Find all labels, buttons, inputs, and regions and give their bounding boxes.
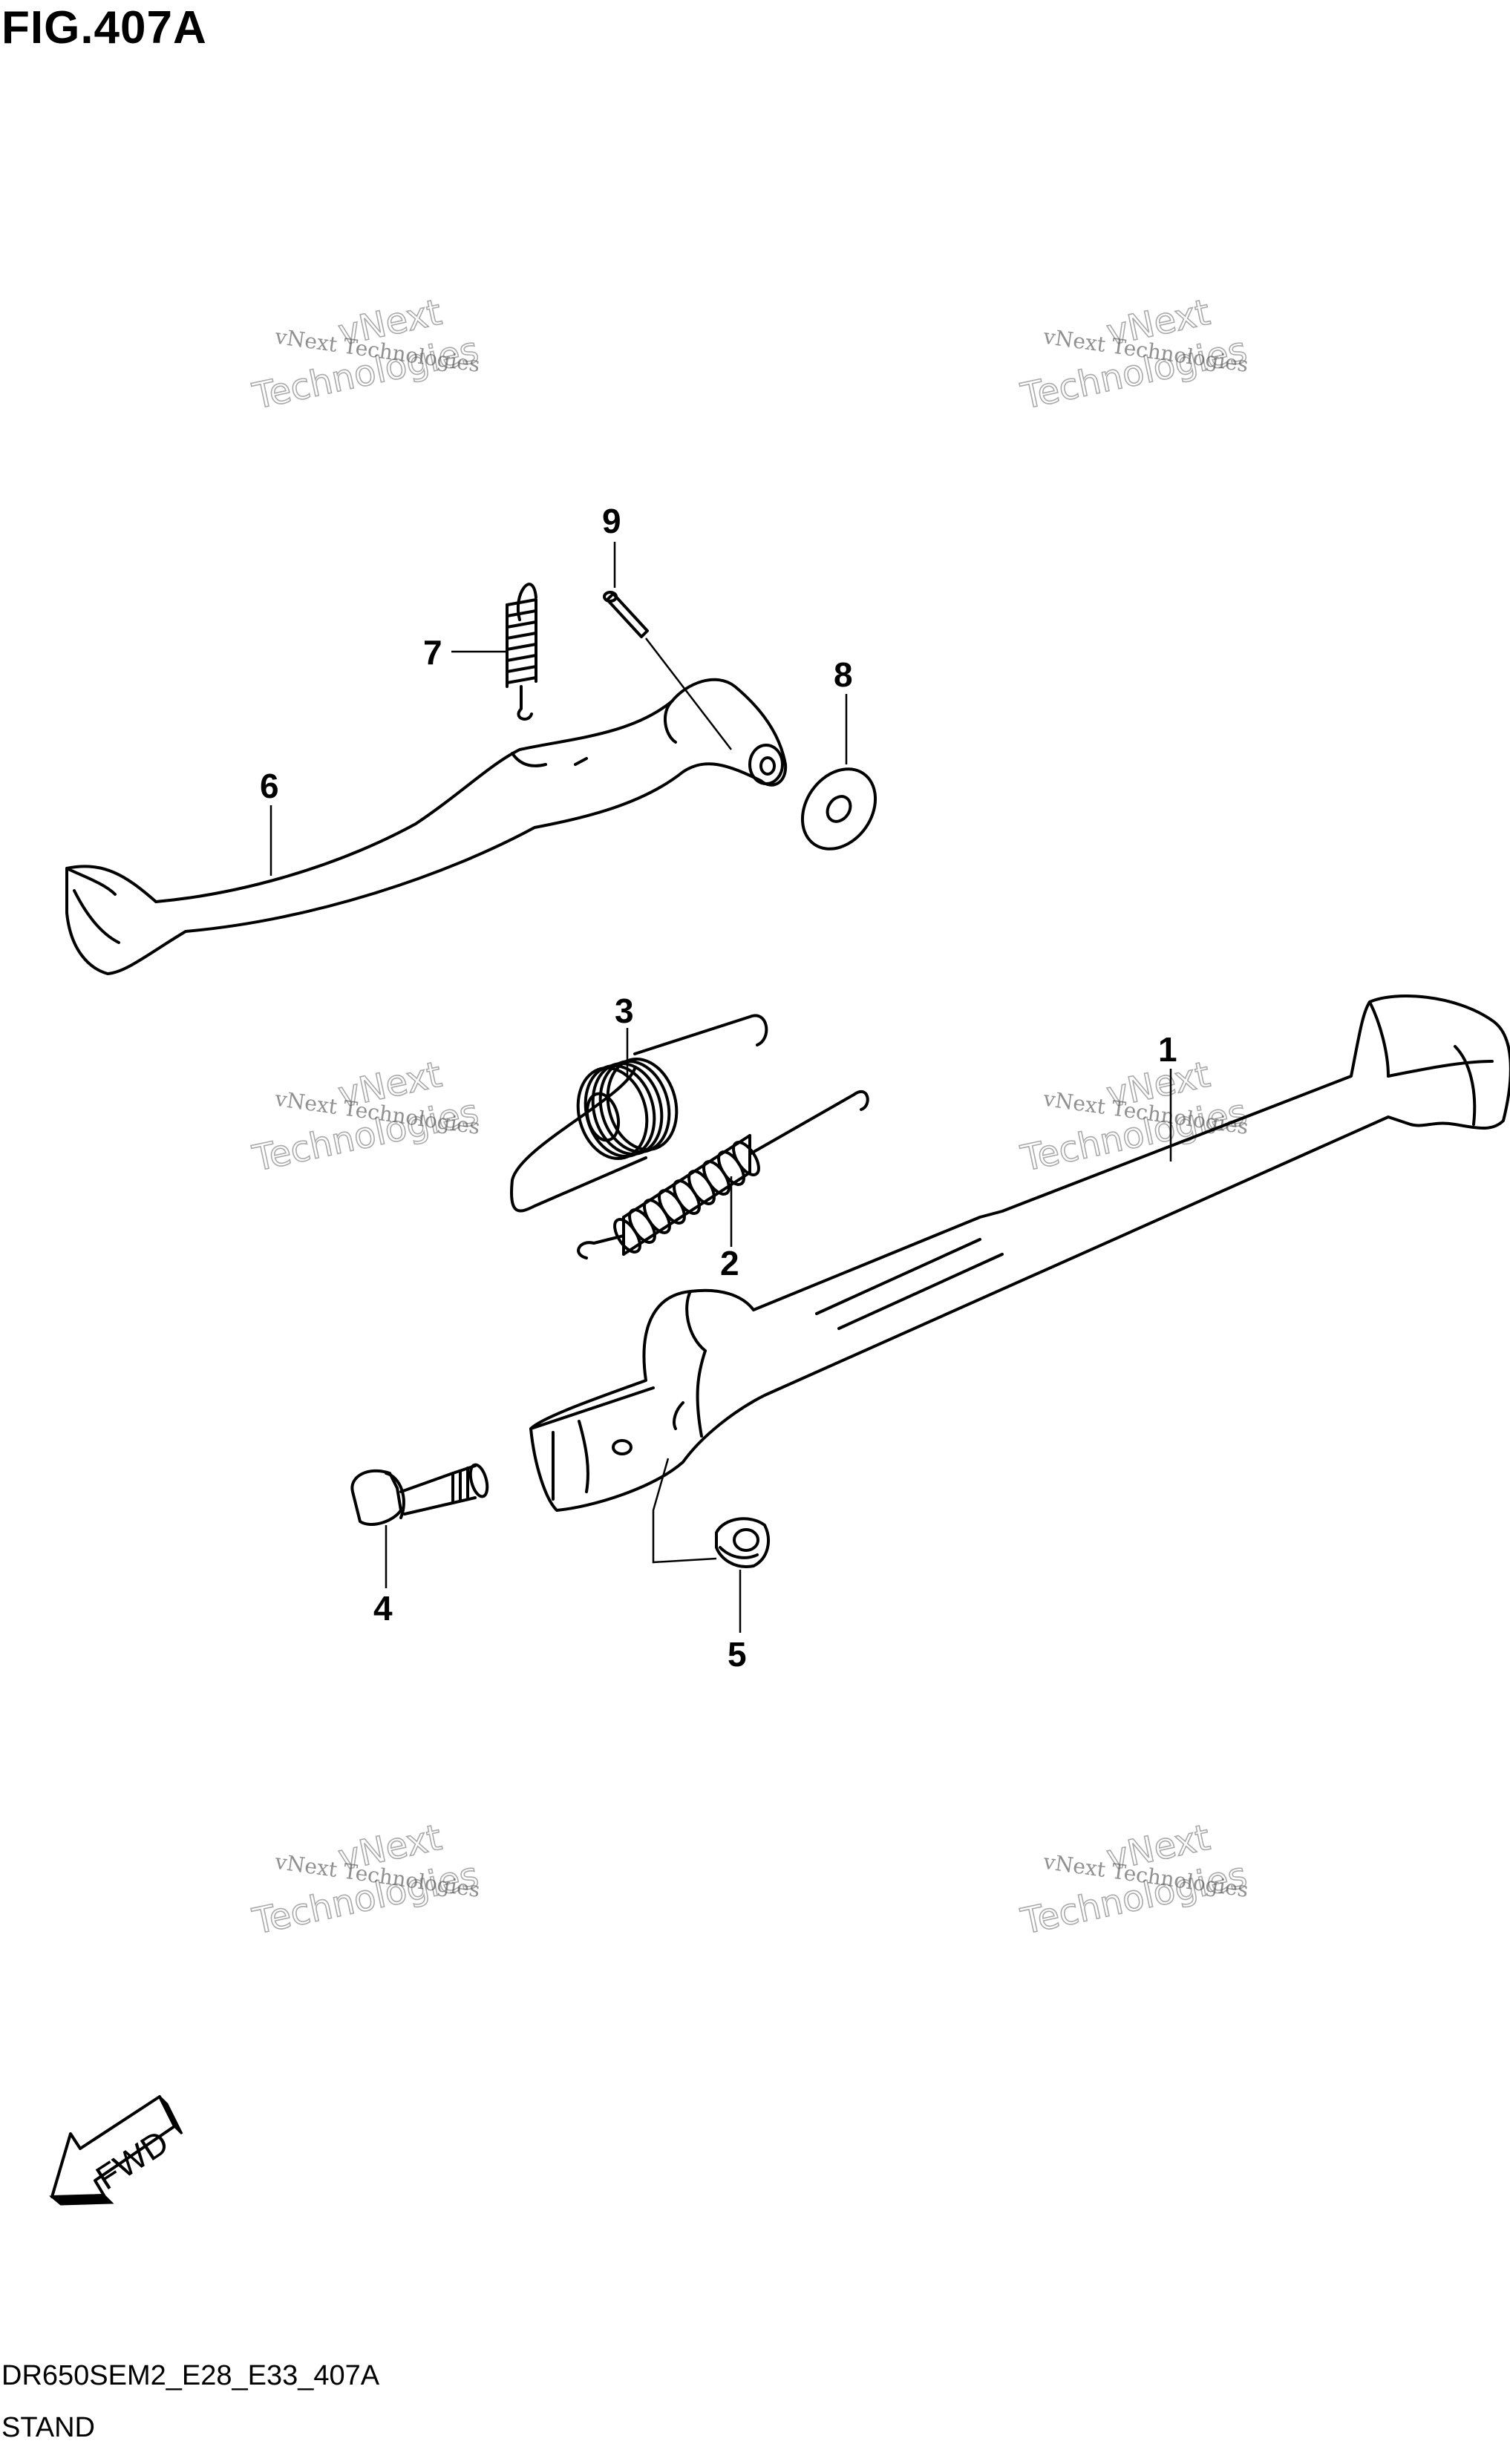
model-code: DR650SEM2_E28_E33_407A — [1, 2360, 380, 2391]
callout-2: 2 — [720, 1244, 739, 1282]
pin-part-9 — [603, 591, 649, 638]
callout-7: 7 — [423, 633, 442, 672]
figure-name: STAND — [1, 2412, 95, 2443]
bolt-part-4 — [350, 1463, 489, 1526]
leader-line-9b — [645, 638, 732, 750]
callout-8: 8 — [834, 655, 853, 694]
watermark: vNext Technologies vNext Technologies — [248, 291, 483, 418]
stand-part-1 — [529, 995, 1510, 1512]
figure-title: FIG.407A — [1, 2, 207, 53]
lever-part-6 — [65, 678, 788, 975]
spring-part-2 — [577, 1090, 869, 1259]
watermark: vNext Technologies vNext Technologies — [248, 1816, 483, 1943]
spring-part-3 — [510, 1014, 768, 1213]
callout-3: 3 — [615, 992, 634, 1030]
nut-part-5 — [715, 1517, 770, 1568]
spring-part-7 — [506, 583, 537, 721]
callout-1: 1 — [1158, 1030, 1177, 1069]
callout-6: 6 — [260, 767, 279, 805]
washer-part-8 — [800, 767, 877, 851]
fwd-arrow-icon: FWD — [48, 2095, 183, 2206]
callout-9: 9 — [602, 502, 621, 540]
callout-4: 4 — [373, 1589, 393, 1628]
watermark: vNext Technologies vNext Technologies — [248, 1053, 483, 1180]
callout-5: 5 — [728, 1635, 747, 1674]
leader-line-5b — [652, 1458, 717, 1564]
watermark: vNext Technologies vNext Technologies — [1016, 1816, 1251, 1943]
watermark: vNext Technologies vNext Technologies — [1016, 291, 1251, 418]
